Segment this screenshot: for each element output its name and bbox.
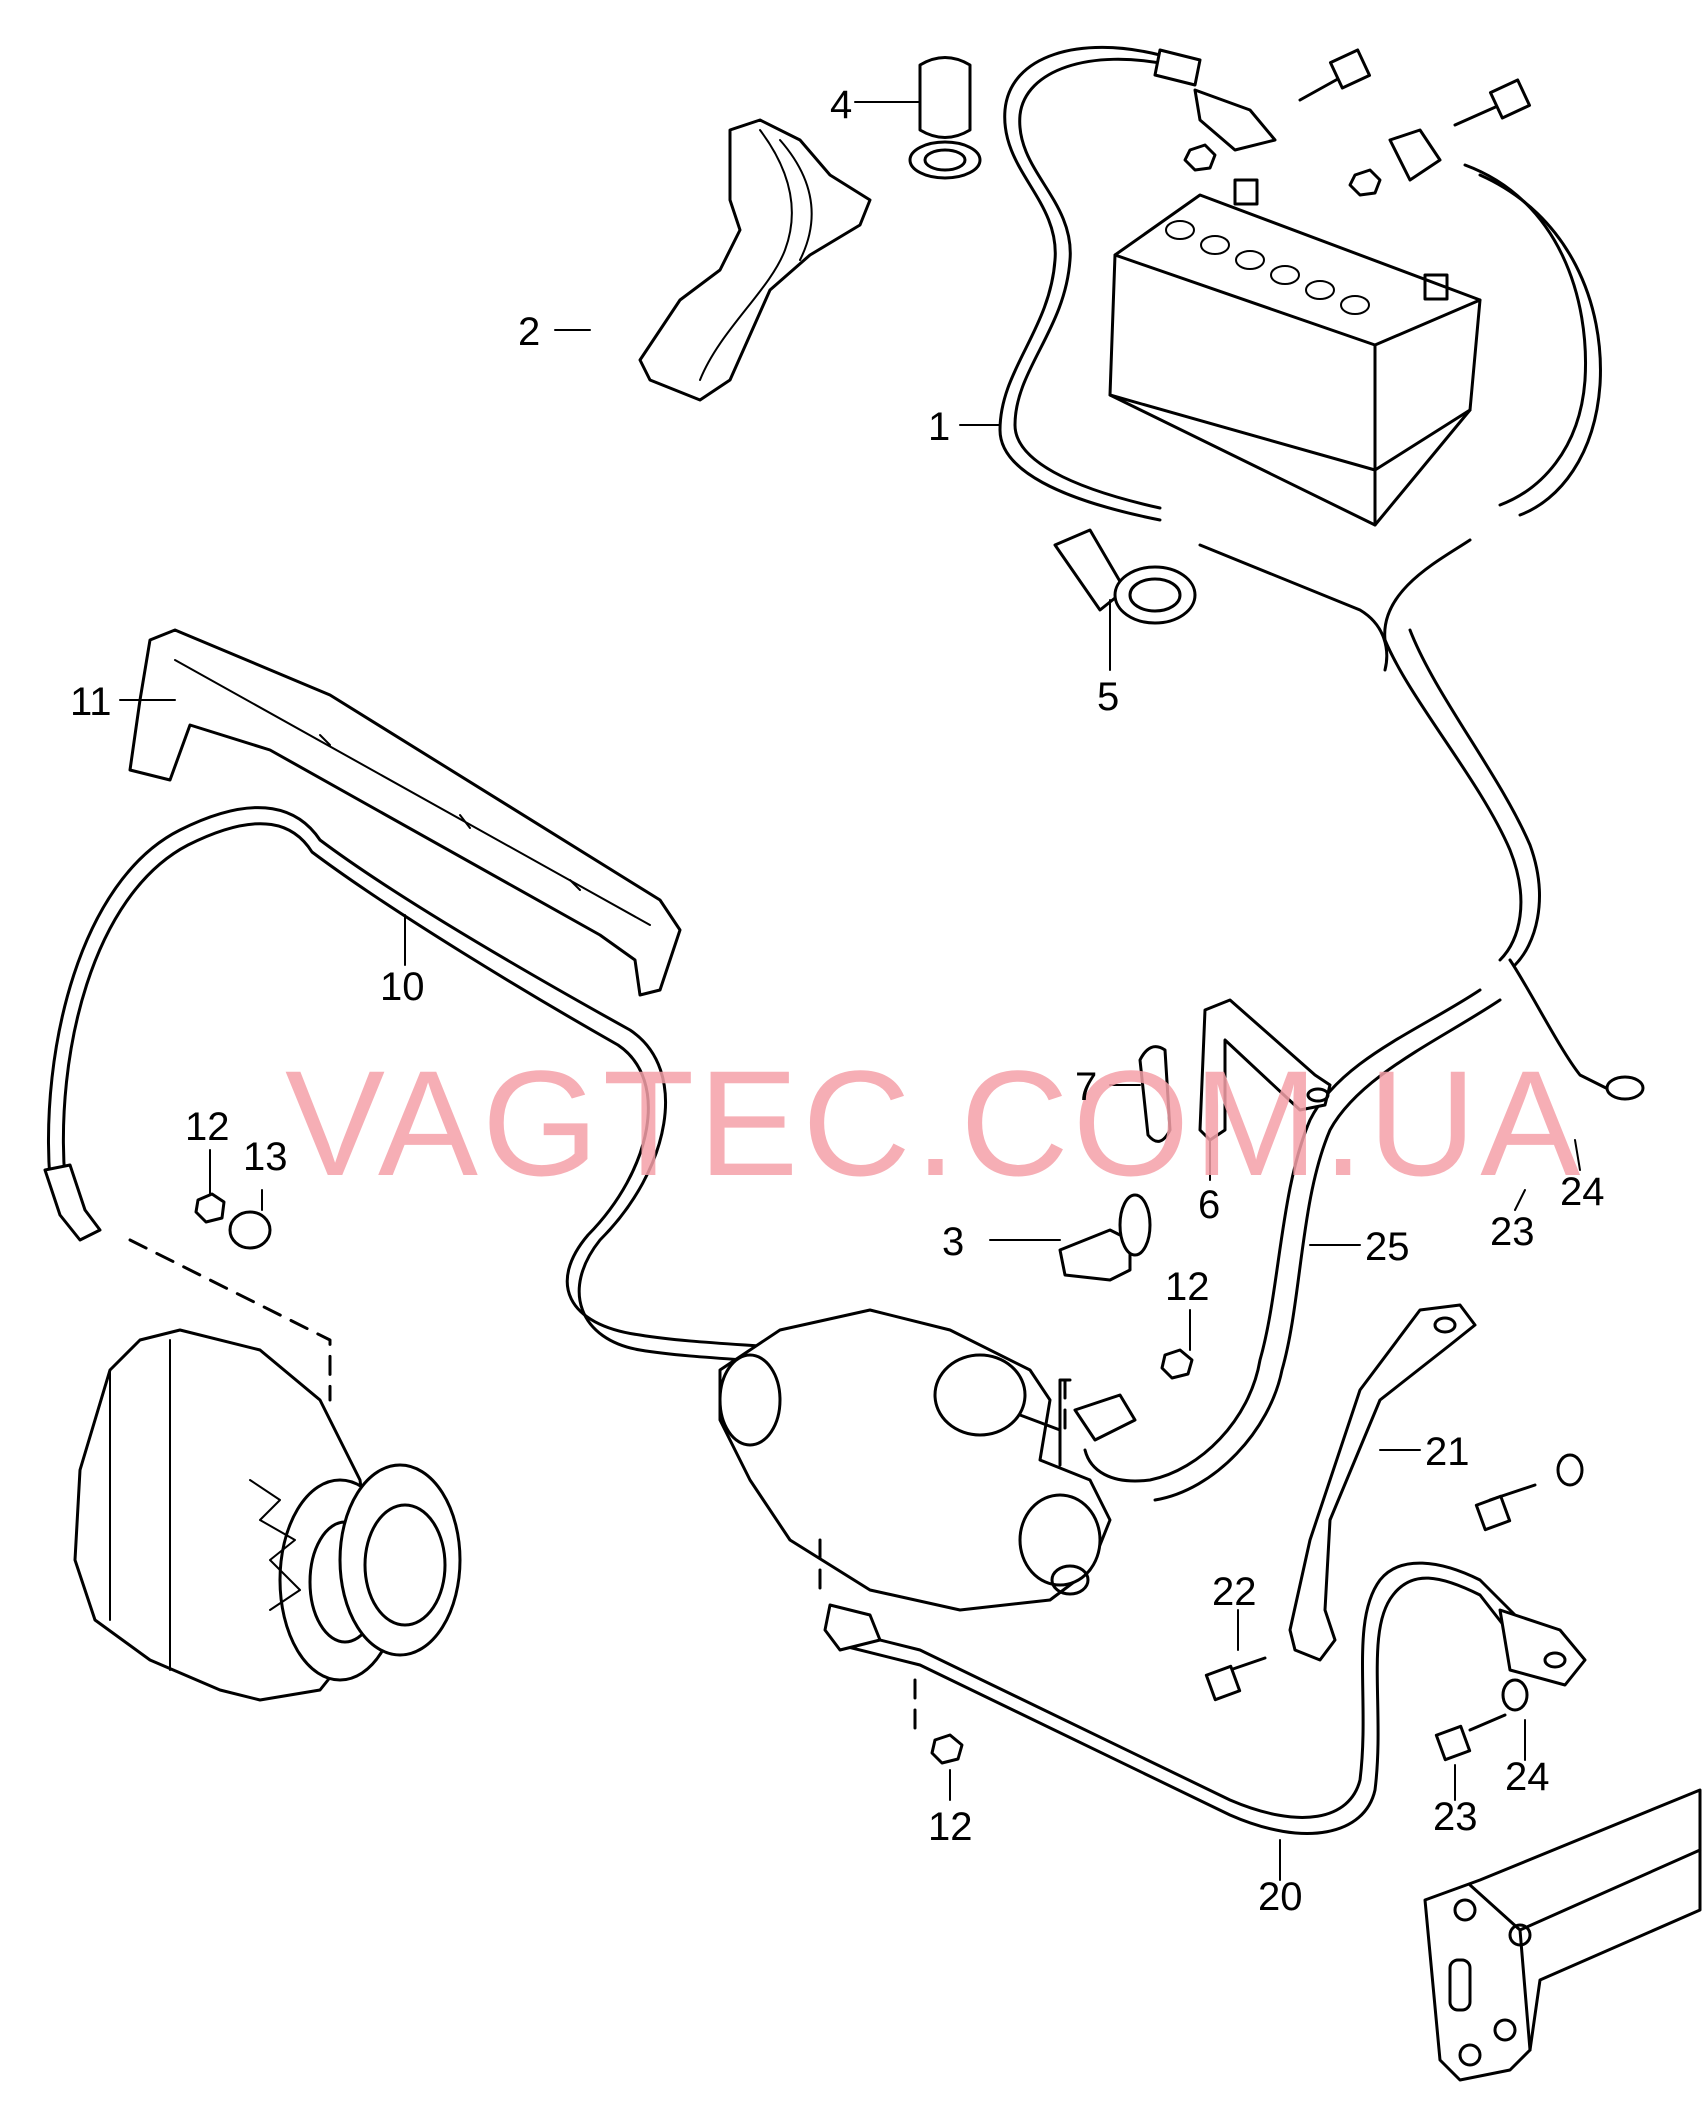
cable-25	[1058, 163, 1645, 1502]
callout-23-a: 23	[1490, 1210, 1535, 1254]
cable-10	[43, 806, 852, 1372]
callout-21: 21	[1425, 1430, 1470, 1474]
part-21	[1288, 1303, 1477, 1662]
terminal-clamps	[1183, 48, 1532, 197]
callout-12-c: 12	[928, 1805, 973, 1849]
frame-member	[1423, 1788, 1702, 2082]
part-3	[1058, 1193, 1152, 1282]
part-2	[638, 118, 872, 402]
callout-12-a: 12	[185, 1105, 230, 1149]
cable-20	[823, 1561, 1587, 1835]
part-5	[1053, 528, 1197, 625]
callout-3: 3	[942, 1220, 964, 1264]
callout-25: 25	[1365, 1225, 1410, 1269]
callout-13: 13	[243, 1135, 288, 1179]
callout-1: 1	[928, 405, 950, 449]
callout-5: 5	[1097, 675, 1119, 719]
callout-6: 6	[1198, 1183, 1220, 1227]
callout-11: 11	[70, 680, 112, 724]
part-4	[908, 56, 982, 180]
callout-4: 4	[830, 83, 852, 127]
callout-7: 7	[1075, 1065, 1097, 1109]
starter-motor	[718, 1308, 1112, 1612]
part-11	[128, 628, 682, 997]
callouts: 1 2 3 4 5 6 7 10 11 12 12 12 13 20 21 22…	[70, 83, 1605, 1919]
callout-24-a: 24	[1560, 1170, 1605, 1214]
assembly-lines	[128, 1238, 1067, 1732]
alternator	[73, 1328, 462, 1702]
callout-24-b: 24	[1505, 1755, 1550, 1799]
part-6	[1198, 998, 1332, 1142]
callout-23-b: 23	[1433, 1795, 1478, 1839]
battery	[1108, 178, 1482, 527]
cable-1	[998, 45, 1202, 522]
part-7	[1138, 1045, 1172, 1143]
leader-lines	[119, 101, 1581, 1881]
callout-22: 22	[1212, 1570, 1257, 1614]
fasteners	[194, 1192, 1584, 1765]
watermark-text: VAGTEC.COM.UA	[285, 1039, 1584, 1207]
callout-2: 2	[518, 310, 540, 354]
callout-20: 20	[1258, 1875, 1303, 1919]
callout-10: 10	[380, 965, 425, 1009]
callout-12-b: 12	[1165, 1265, 1210, 1309]
